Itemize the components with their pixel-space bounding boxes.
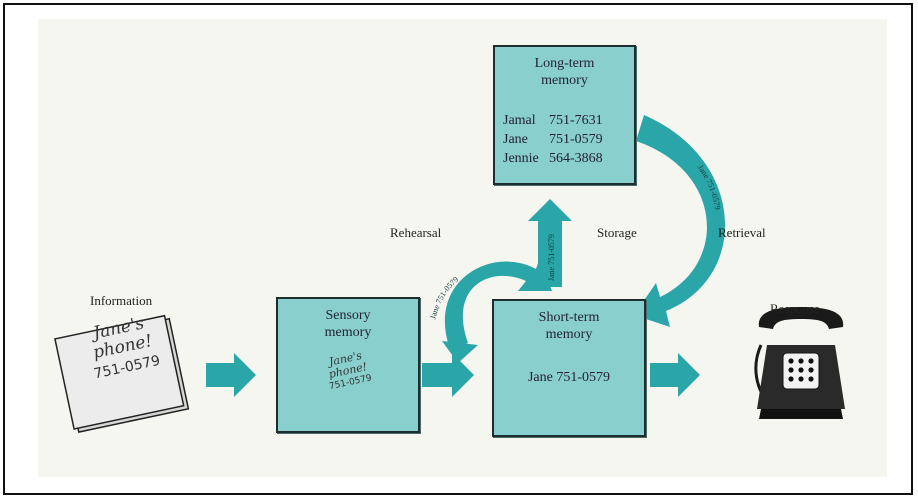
retrieval-arrow <box>634 115 726 327</box>
retrieval-label: Retrieval <box>718 225 766 240</box>
short-term-memory-box: Short-term memory Jane 751-0579 <box>492 299 646 437</box>
information-note <box>54 314 190 433</box>
long-term-entry: Jennie 564-3868 <box>503 149 603 168</box>
telephone-icon <box>754 307 845 419</box>
info-to-sensory-arrow <box>206 353 256 397</box>
information-label: Information <box>90 293 153 308</box>
entry-number: 564-3868 <box>549 151 603 166</box>
short-term-memory-title: Short-term memory <box>494 309 644 343</box>
long-term-entry: Jane 751-0579 <box>503 130 603 149</box>
short-term-title-line1: Short-term <box>538 310 600 325</box>
diagram-frame: Jane 751-0579 Jane 751-0579 Jane 751-057… <box>3 3 913 495</box>
sensory-to-shortterm-arrow <box>422 353 474 397</box>
long-term-entry: Jamal 751-7631 <box>503 111 603 130</box>
storage-label: Storage <box>597 225 637 240</box>
entry-name: Jamal <box>503 113 536 128</box>
entry-name: Jane <box>503 132 528 147</box>
long-term-entries: Jamal 751-7631 Jane 751-0579 Jennie 564-386… <box>503 111 603 168</box>
long-term-title-line2: memory <box>541 73 588 88</box>
entry-number: 751-7631 <box>549 113 603 128</box>
sensory-title-line2: memory <box>324 325 372 340</box>
short-term-content: Jane 751-0579 <box>527 370 611 385</box>
response-label: Response <box>770 301 820 316</box>
sensory-memory-box: Sensory memory <box>276 297 420 433</box>
rehearsal-arrow <box>444 257 552 349</box>
arrows-layer: Jane 751-0579 Jane 751-0579 Jane 751-057… <box>54 115 845 433</box>
long-term-memory-title: Long-term memory <box>495 55 634 89</box>
rehearsal-label: Rehearsal <box>390 225 442 240</box>
rehearsal-arrowhead <box>442 341 478 363</box>
long-term-memory-box: Long-term memory Jamal 751-7631 Jane 751-0… <box>493 45 636 185</box>
sensory-title-line1: Sensory <box>325 308 371 323</box>
storage-arrow-text: Jane 751-0579 <box>547 234 556 281</box>
entry-number: 751-0579 <box>549 132 603 147</box>
long-term-title-line1: Long-term <box>534 56 595 71</box>
short-term-title-line2: memory <box>545 327 593 342</box>
diagram-page: Jane 751-0579 Jane 751-0579 Jane 751-057… <box>38 19 887 477</box>
sensory-memory-title: Sensory memory <box>278 307 418 341</box>
shortterm-to-response-arrow <box>650 353 700 397</box>
entry-name: Jennie <box>503 151 539 166</box>
